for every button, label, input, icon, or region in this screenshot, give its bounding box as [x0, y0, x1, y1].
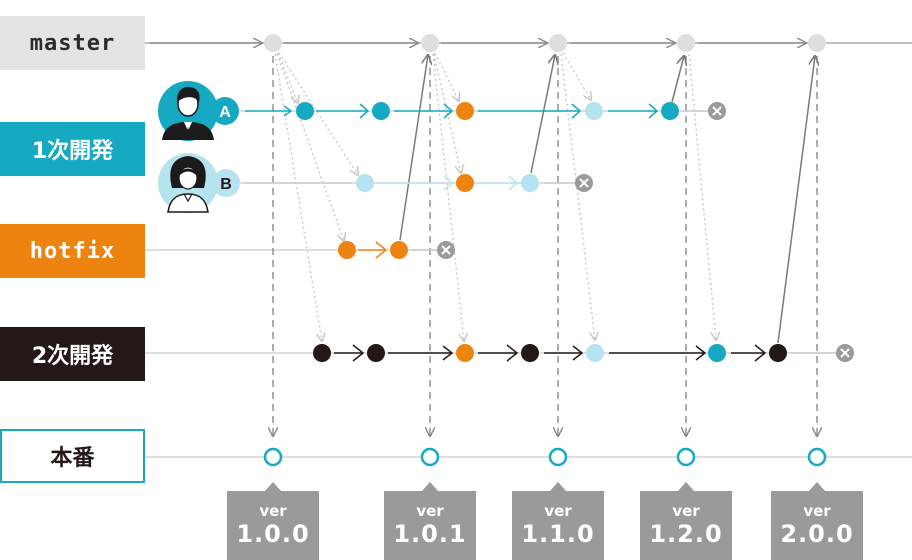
branch-end-marks [437, 102, 854, 362]
close-icon [708, 102, 726, 120]
dev2-commit [521, 344, 539, 362]
master-commit [808, 34, 826, 52]
dev2-commit [367, 344, 385, 362]
release-node [809, 449, 825, 465]
dev1-a-commit [661, 102, 679, 120]
dev1-commits [296, 102, 679, 192]
lane-label-dev2: 2次開発 [0, 327, 145, 381]
release-node [678, 449, 694, 465]
release-node [550, 449, 566, 465]
release-node [265, 449, 281, 465]
dev1-merged-hotfix-commit [456, 174, 474, 192]
developer-b-badge: B [220, 176, 232, 193]
lane-lines [145, 43, 912, 457]
dev1-merged-hotfix-commit [456, 102, 474, 120]
version-box: ver 1.2.0 [640, 491, 732, 560]
close-icon [437, 241, 455, 259]
version-box: ver 1.0.0 [227, 491, 319, 560]
dev2-commit [313, 344, 331, 362]
version-number: 1.2.0 [640, 519, 732, 549]
developer-a-badge: A [219, 104, 231, 121]
lane-label-hotfix: hotfix [0, 224, 145, 278]
version-box: ver 1.1.0 [512, 491, 604, 560]
dev2-merged-hotfix-commit [456, 344, 474, 362]
female-user-icon [168, 156, 208, 212]
lane-label-dev1: 1次開発 [0, 122, 145, 176]
version-box: ver 1.0.1 [384, 491, 476, 560]
dev1-a-commit [296, 102, 314, 120]
close-icon [836, 344, 854, 362]
version-word: ver [771, 503, 863, 519]
master-commit [549, 34, 567, 52]
merge-lines [400, 55, 815, 343]
version-word: ver [227, 503, 319, 519]
branch-off-lines [275, 53, 716, 341]
developer-a-avatar: A [158, 81, 239, 141]
version-number: 2.0.0 [771, 519, 863, 549]
version-box: ver 2.0.0 [771, 491, 863, 560]
master-commit [677, 34, 695, 52]
dev1-b-commit [356, 174, 374, 192]
dev2-commit [769, 344, 787, 362]
dev1-commit-light [585, 102, 603, 120]
version-number: 1.1.0 [512, 519, 604, 549]
dev1-b-commit [521, 174, 539, 192]
version-word: ver [512, 503, 604, 519]
version-number: 1.0.0 [227, 519, 319, 549]
version-number: 1.0.1 [384, 519, 476, 549]
close-icon [575, 174, 593, 192]
master-commit [421, 34, 439, 52]
lane-label-master: master [0, 16, 145, 70]
dev1-a-commit [372, 102, 390, 120]
hotfix-commit [390, 241, 408, 259]
master-commit [264, 34, 282, 52]
release-node [422, 449, 438, 465]
hotfix-commit [338, 241, 356, 259]
version-word: ver [384, 503, 476, 519]
developer-b-avatar: B [158, 153, 240, 213]
version-word: ver [640, 503, 732, 519]
dev2-merged-dev1-commit [708, 344, 726, 362]
lane-label-production: 本番 [0, 429, 145, 483]
dev2-merged-dev1-commit [586, 344, 604, 362]
